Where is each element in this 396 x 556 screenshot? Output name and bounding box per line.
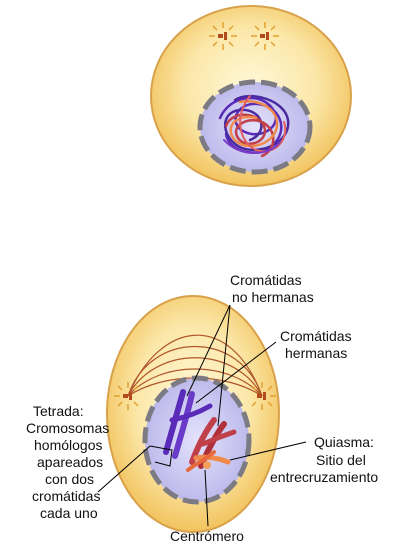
svg-text:hermanas: hermanas	[285, 345, 347, 361]
svg-text:con dos: con dos	[45, 471, 94, 487]
centromere-dot	[203, 461, 211, 469]
svg-text:homólogos: homólogos	[34, 437, 103, 453]
svg-text:cada uno: cada uno	[40, 505, 98, 521]
svg-text:Quiasma:: Quiasma:	[314, 434, 374, 450]
svg-text:Cromátidas: Cromátidas	[280, 328, 352, 344]
svg-text:Tetrada:: Tetrada:	[33, 403, 84, 419]
bottom-cell	[107, 296, 279, 532]
svg-text:no hermanas: no hermanas	[232, 289, 314, 305]
svg-text:entrecruzamiento: entrecruzamiento	[270, 469, 378, 485]
svg-text:Sitio del: Sitio del	[316, 452, 366, 468]
svg-text:Cromosomas: Cromosomas	[26, 420, 109, 436]
bottom-nucleus	[145, 378, 249, 502]
svg-text:Cromátidas: Cromátidas	[230, 272, 302, 288]
label-cromatidas-hermanas: Cromátidas hermanas	[280, 328, 352, 361]
label-centromero: Centrómero	[170, 528, 244, 544]
svg-text:Centrómero: Centrómero	[170, 528, 244, 544]
label-quiasma: Quiasma: Sitio del entrecruzamiento	[270, 434, 378, 485]
label-cromatidas-no-hermanas: Cromátidas no hermanas	[230, 272, 314, 305]
svg-text:cromátidas: cromátidas	[32, 488, 100, 504]
svg-text:apareados: apareados	[37, 454, 103, 470]
label-tetrada: Tetrada: Cromosomas homólogos apareados …	[26, 403, 109, 521]
top-cell	[151, 6, 351, 186]
